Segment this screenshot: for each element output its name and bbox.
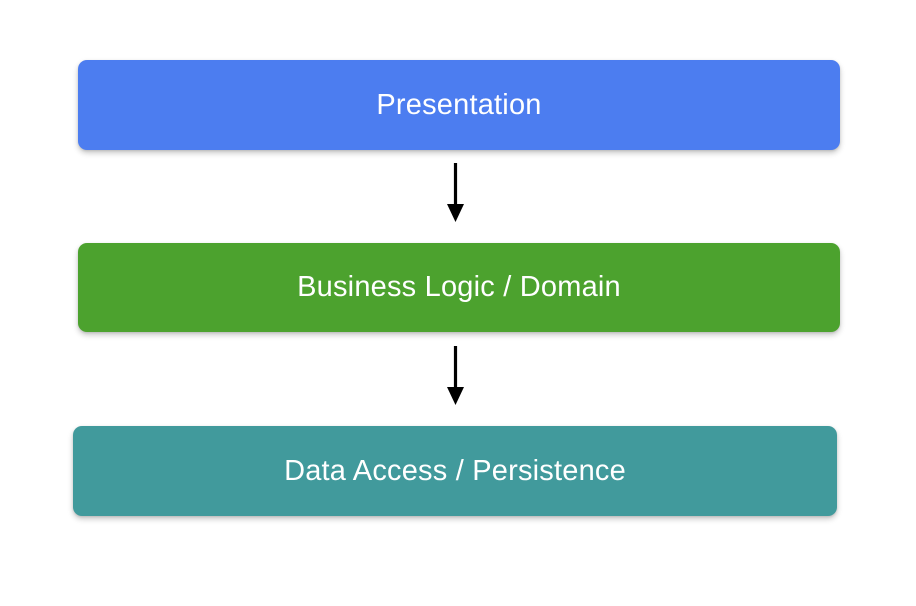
layer-label-presentation: Presentation [376,88,542,121]
layer-box-data-access[interactable]: Data Access / Persistence [73,426,837,516]
arrow-business-to-data [447,346,464,405]
layer-label-business-logic: Business Logic / Domain [297,271,621,303]
layer-box-business-logic[interactable]: Business Logic / Domain [78,243,840,332]
layer-label-data-access: Data Access / Persistence [284,454,626,487]
layer-box-presentation[interactable]: Presentation [78,60,840,150]
arrow-presentation-to-business [447,163,464,222]
